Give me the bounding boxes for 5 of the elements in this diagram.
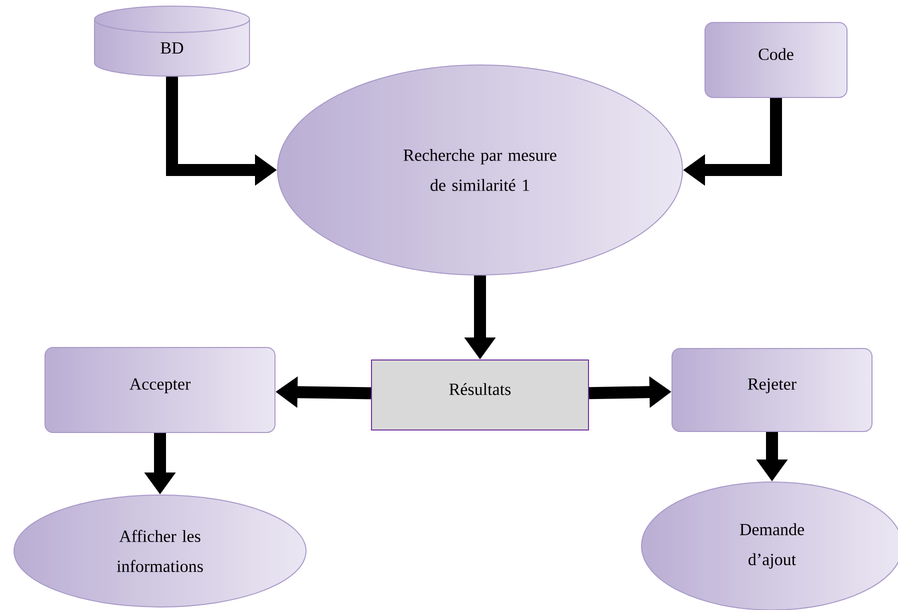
result-box: Résultats	[371, 360, 589, 430]
action-box: Accepter	[44, 347, 276, 433]
action-box: Rejeter	[672, 348, 872, 432]
input-box: Code	[704, 22, 848, 98]
database-cylinder: BD	[94, 6, 250, 77]
